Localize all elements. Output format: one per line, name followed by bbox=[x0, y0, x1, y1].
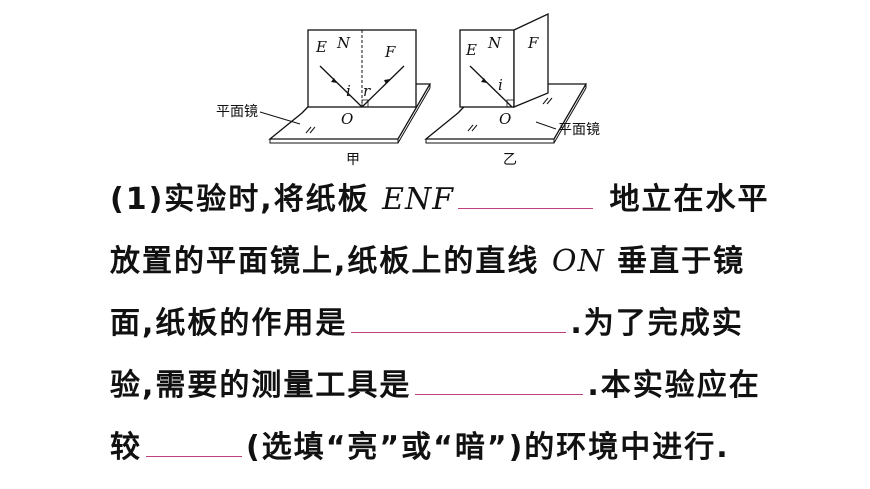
label-i-yi: i bbox=[498, 76, 503, 94]
blank-1[interactable] bbox=[458, 207, 594, 209]
line2-prefix: 放置的平面镜上,纸板上的直线 bbox=[110, 244, 552, 279]
blank-3[interactable] bbox=[415, 393, 584, 395]
question-line-2: 放置的平面镜上,纸板上的直线 ON 垂直于镜 bbox=[110, 237, 745, 287]
blank-4[interactable] bbox=[146, 455, 242, 457]
reflection-experiment-figure: E N F i r O 平面镜 甲 E N F i O 平面镜 乙 bbox=[216, 12, 600, 168]
line3-suffix: .为了完成实 bbox=[570, 306, 744, 341]
board-e-yi bbox=[459, 29, 515, 108]
line5-prefix: 较 bbox=[110, 430, 142, 465]
label-n-jia: N bbox=[336, 34, 351, 52]
label-i-jia: i bbox=[346, 82, 351, 100]
label-f-yi: F bbox=[527, 34, 539, 52]
setup-jia: E N F i r O 平面镜 甲 bbox=[216, 29, 432, 168]
setup-yi: E N F i O 平面镜 乙 bbox=[424, 12, 600, 168]
caption-jia: 甲 bbox=[346, 152, 360, 168]
board-f-yi bbox=[513, 12, 549, 108]
question-line-4: 验,需要的测量工具是 .本实验应在 bbox=[110, 361, 761, 411]
blank-2[interactable] bbox=[351, 331, 567, 333]
question-line-5: 较 (选填“亮”或“暗”)的环境中进行. bbox=[110, 423, 730, 473]
line1-suffix: 地立在水平 bbox=[597, 182, 770, 217]
label-r-jia: r bbox=[363, 82, 371, 100]
line4-suffix: .本实验应在 bbox=[587, 368, 761, 403]
line5-suffix: (选填“亮”或“暗”)的环境中进行. bbox=[246, 430, 730, 465]
line1-prefix: (1)实验时,将纸板 bbox=[110, 182, 383, 217]
label-e-yi: E bbox=[465, 41, 477, 59]
label-n-yi: N bbox=[487, 34, 502, 52]
caption-yi: 乙 bbox=[503, 152, 517, 168]
line2-math: ON bbox=[551, 244, 605, 279]
label-mirror-jia: 平面镜 bbox=[216, 104, 258, 120]
line1-math: ENF bbox=[382, 182, 455, 217]
label-f-jia: F bbox=[384, 43, 396, 61]
label-mirror-yi: 平面镜 bbox=[558, 122, 600, 138]
line3-prefix: 面,纸板的作用是 bbox=[110, 306, 348, 341]
question-line-3: 面,纸板的作用是 .为了完成实 bbox=[110, 299, 744, 349]
line4-prefix: 验,需要的测量工具是 bbox=[110, 368, 412, 403]
label-e-jia: E bbox=[315, 38, 327, 56]
question-line-1: (1)实验时,将纸板 ENF 地立在水平 bbox=[110, 175, 770, 225]
line2-suffix: 垂直于镜 bbox=[604, 244, 746, 279]
label-o-yi: O bbox=[499, 110, 511, 128]
label-o-jia: O bbox=[341, 110, 353, 128]
